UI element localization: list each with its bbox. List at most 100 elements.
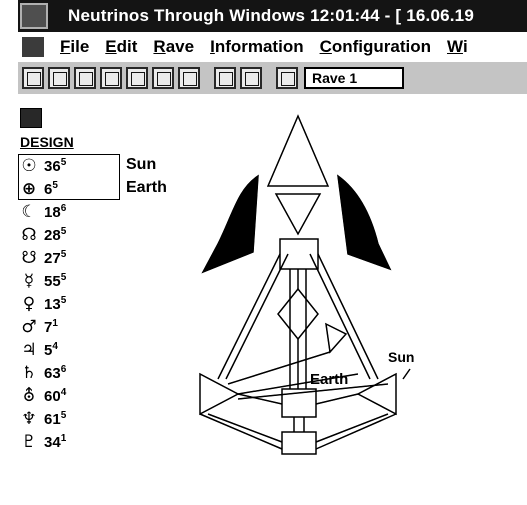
planet-gate: 13 (44, 295, 61, 313)
toolbar-button-6[interactable] (152, 67, 174, 89)
planet-gate: 18 (44, 203, 61, 221)
chart-earth-label: Earth (310, 371, 348, 388)
g-center (277, 287, 319, 341)
window-title: Neutrinos Through Windows 12:01:44 - [ 1… (68, 6, 474, 25)
planet-gate: 27 (44, 249, 61, 267)
planet-row[interactable]: ⛢ 604 (18, 384, 198, 407)
planet-gate: 5 (44, 341, 53, 359)
system-menu-icon[interactable] (20, 3, 48, 29)
toolbar-button-2[interactable] (48, 67, 70, 89)
planet-row[interactable]: ☊ 285 (18, 223, 198, 246)
toolbar-button-3[interactable] (74, 67, 96, 89)
planet-value: 65 (44, 180, 58, 198)
toolbar-button-8[interactable] (214, 67, 236, 89)
planet-line: 1 (60, 432, 67, 444)
planet-gate: 34 (44, 433, 61, 451)
planet-value: 186 (44, 203, 66, 221)
menu-rave-rest: ave (165, 37, 195, 56)
menu-file-rest: ile (70, 37, 90, 56)
planet-gate: 61 (44, 410, 61, 428)
menu-file[interactable]: File (60, 37, 89, 57)
planet-value: 275 (44, 249, 66, 267)
sun-side-label: Sun (126, 156, 157, 173)
toolbar-button-7[interactable] (178, 67, 200, 89)
bodygraph: Earth Sun (199, 114, 414, 455)
mercury-glyph-icon: ☿ (23, 270, 35, 291)
planet-line: 6 (60, 202, 67, 214)
planet-row[interactable]: ♄ 636 (18, 361, 198, 384)
planet-row[interactable]: ☿ 555 (18, 269, 198, 292)
menu-configuration-accel: C (319, 37, 332, 56)
chart-sun-label: Sun (388, 349, 414, 365)
planet-row[interactable]: ♂71 (18, 315, 198, 338)
planet-gate: 55 (44, 272, 61, 290)
menu-configuration-rest: onfiguration (331, 37, 432, 56)
planet-value: 54 (44, 341, 58, 359)
toolbar-button-9[interactable] (240, 67, 262, 89)
design-label: DESIGN (20, 134, 74, 150)
menu-window-rest: i (462, 37, 468, 56)
menu-edit-rest: dit (116, 37, 138, 56)
toolbar: Rave 1 (18, 62, 527, 96)
planet-line: 5 (60, 156, 67, 168)
toolbar-button-1[interactable] (22, 67, 44, 89)
planet-row[interactable]: ♀135 (18, 292, 198, 315)
planet-line: 4 (60, 386, 67, 398)
planet-line: 5 (52, 179, 58, 191)
planet-value: 604 (44, 387, 66, 405)
planet-line: 5 (60, 225, 67, 237)
earth-glyph-icon: ⊕ (21, 178, 37, 199)
planet-gate: 36 (44, 157, 61, 175)
planet-row[interactable]: ♇ 341 (18, 430, 198, 453)
planet-line: 5 (60, 409, 67, 421)
head-silhouette-right (337, 174, 392, 271)
menu-window[interactable]: Wi (447, 37, 468, 57)
menu-bar: File Edit Rave Information Configuration… (18, 32, 527, 64)
app-window: Neutrinos Through Windows 12:01:44 - [ 1… (18, 0, 527, 505)
planet-line: 6 (60, 363, 67, 375)
menu-edit[interactable]: Edit (105, 37, 137, 57)
menu-window-accel: W (447, 37, 463, 56)
root-center (281, 431, 317, 455)
spleen-center (199, 372, 240, 416)
planet-value: 636 (44, 364, 66, 382)
mars-glyph-icon: ♂ (21, 316, 37, 337)
planet-gate: 60 (44, 387, 61, 405)
toolbar-button-10[interactable] (276, 67, 298, 89)
head-silhouette-left (201, 174, 259, 274)
saturn-glyph-icon: ♄ (21, 362, 37, 383)
planet-row[interactable]: ☋275 (18, 246, 198, 269)
planet-row[interactable]: ☾186 (18, 200, 198, 223)
title-bar: Neutrinos Through Windows 12:01:44 - [ 1… (18, 0, 527, 32)
planet-gate: 7 (44, 318, 53, 336)
planet-value: 341 (44, 433, 66, 451)
planet-gate: 6 (44, 180, 53, 198)
toolbar-button-4[interactable] (100, 67, 122, 89)
head-center (266, 114, 330, 187)
panel-icon-button[interactable] (20, 108, 42, 128)
planet-value: 285 (44, 226, 66, 244)
north-node-glyph-icon: ☊ (21, 224, 37, 245)
planet-line: 5 (60, 294, 67, 306)
toolbar-button-5[interactable] (126, 67, 148, 89)
menu-edit-accel: E (105, 37, 117, 56)
uranus-glyph-icon: ⛢ (22, 385, 36, 406)
rave-select[interactable]: Rave 1 (304, 67, 404, 89)
planet-line: 5 (60, 271, 67, 283)
menu-rave-accel: R (153, 37, 166, 56)
document-menu-icon[interactable] (22, 37, 44, 57)
pluto-glyph-icon: ♇ (21, 431, 37, 452)
content-area: DESIGN Sun Earth ☉365⊕65☾186☊285☋275☿555… (18, 94, 527, 505)
planet-row[interactable]: ⊕ 65 (18, 177, 198, 200)
solar-plexus-center (356, 372, 397, 416)
menu-rave[interactable]: Rave (153, 37, 194, 57)
planet-row[interactable]: ♆ 615 (18, 407, 198, 430)
heart-center (325, 322, 348, 354)
planet-value: 615 (44, 410, 66, 428)
menu-information[interactable]: Information (210, 37, 304, 57)
menu-configuration[interactable]: Configuration (320, 37, 431, 57)
neptune-glyph-icon: ♆ (21, 408, 37, 429)
planet-row[interactable]: ♃54 (18, 338, 198, 361)
sun-glyph-icon: ☉ (21, 155, 37, 176)
planet-row[interactable]: ☉ 365 (18, 154, 198, 177)
